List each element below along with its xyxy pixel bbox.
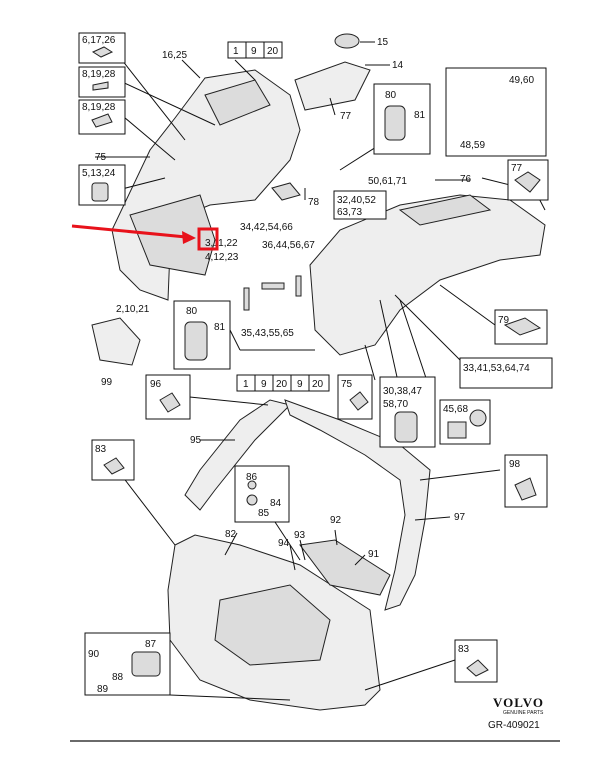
label-5-13-24: 5,13,24 <box>82 168 116 179</box>
label-14: 14 <box>392 60 404 71</box>
box-32-40 <box>333 190 387 220</box>
label-94: 94 <box>278 538 290 549</box>
label-92: 92 <box>330 515 342 526</box>
label-87: 87 <box>145 639 157 650</box>
box-ref-row-top <box>227 41 283 59</box>
label-boxes <box>78 32 553 696</box>
ref-top-3: 20 <box>267 46 279 57</box>
label-80-b: 80 <box>186 306 198 317</box>
label-32-40-52: 32,40,52 <box>337 195 376 206</box>
post-c <box>295 275 302 297</box>
ref-bottom-1: 1 <box>243 379 249 390</box>
label-93: 93 <box>294 530 306 541</box>
ref-bottom-4: 9 <box>297 379 303 390</box>
box-ref-row-bottom <box>236 374 330 392</box>
highlight-arrow <box>71 224 187 239</box>
label-15: 15 <box>377 37 389 48</box>
brand-name: VOLVO <box>493 695 544 710</box>
ref-top-1: 1 <box>233 46 239 57</box>
label-88: 88 <box>112 672 124 683</box>
label-82: 82 <box>225 529 237 540</box>
label-81-a: 81 <box>414 110 426 121</box>
label-79: 79 <box>498 315 510 326</box>
label-83-a: 83 <box>95 444 107 455</box>
label-34-42-54-66: 34,42,54,66 <box>240 222 293 233</box>
label-98: 98 <box>509 459 521 470</box>
tailgate-handle-area <box>214 584 331 666</box>
diagram-code: GR-409021 <box>488 720 540 731</box>
label-89: 89 <box>97 684 109 695</box>
label-8-19-28-b: 8,19,28 <box>82 102 116 113</box>
label-6-17-26: 6,17,26 <box>82 35 116 46</box>
handle-strip-91 <box>299 539 391 596</box>
label-91: 91 <box>368 549 380 560</box>
part-labels: 6,17,26 16,25 15 14 49,60 8,19,28 8,19,2… <box>82 35 534 695</box>
label-2-10-21: 2,10,21 <box>116 304 150 315</box>
label-81-b: 81 <box>214 322 226 333</box>
label-58-70: 58,70 <box>383 399 408 410</box>
right-panel-grille <box>398 194 492 226</box>
label-16-25: 16,25 <box>162 50 187 61</box>
label-83-b: 83 <box>458 644 470 655</box>
label-76: 76 <box>460 174 472 185</box>
label-36-44-56-67: 36,44,56,67 <box>262 240 315 251</box>
highlight-box <box>197 227 219 251</box>
box-glyphs <box>91 46 542 677</box>
label-45-68: 45,68 <box>443 404 468 415</box>
label-95: 95 <box>190 435 202 446</box>
ref-bottom-3: 20 <box>276 379 288 390</box>
label-85: 85 <box>258 508 270 519</box>
frame-97 <box>284 399 431 611</box>
label-97: 97 <box>454 512 466 523</box>
ref-top-2: 9 <box>251 46 257 57</box>
label-8-19-28-a: 8,19,28 <box>82 69 116 80</box>
brand-block: VOLVO GENUINE PARTS GR-409021 <box>488 695 544 731</box>
label-63-73: 63,73 <box>337 207 362 218</box>
label-86: 86 <box>246 472 258 483</box>
label-99: 99 <box>101 377 113 388</box>
highlight-arrow-head <box>182 231 196 244</box>
label-80-a: 80 <box>385 90 397 101</box>
label-75-b: 75 <box>341 379 353 390</box>
label-84: 84 <box>270 498 282 509</box>
label-75-a: 75 <box>95 152 107 163</box>
ref-row-top: 1 9 20 <box>233 46 279 57</box>
box-8-19-28-a <box>78 66 126 98</box>
brand-sub: GENUINE PARTS <box>503 710 544 716</box>
label-33-41-53-64-74: 33,41,53,64,74 <box>463 363 530 374</box>
highlight-annotation <box>71 224 219 251</box>
ref-bottom-2: 9 <box>261 379 267 390</box>
label-30-38-47: 30,38,47 <box>383 386 422 397</box>
left-panel-grille <box>204 79 271 126</box>
label-49-60: 49,60 <box>509 75 534 86</box>
label-96: 96 <box>150 379 162 390</box>
box-84-86 <box>234 465 290 523</box>
label-77-box: 77 <box>511 163 523 174</box>
label-35-43-55-65: 35,43,55,65 <box>241 328 294 339</box>
ref-row-bottom: 1 9 20 9 20 <box>243 379 324 390</box>
label-4-12-23: 4,12,23 <box>205 252 239 263</box>
box-49-60 <box>445 67 547 157</box>
post-b <box>261 282 285 290</box>
cover-99 <box>91 317 141 366</box>
right-rear-panel <box>309 194 546 356</box>
box-33-41 <box>459 357 553 389</box>
label-90: 90 <box>88 649 100 660</box>
cap-15 <box>334 33 360 49</box>
ref-bottom-5: 20 <box>312 379 324 390</box>
label-48-59: 48,59 <box>460 140 485 151</box>
label-77-a: 77 <box>340 111 352 122</box>
post-a <box>243 287 250 311</box>
label-50-61-71: 50,61,71 <box>368 176 407 187</box>
clip-78 <box>271 182 301 201</box>
label-78: 78 <box>308 197 320 208</box>
tray-14 <box>294 61 371 111</box>
label-3-11-22: 3,11,22 <box>205 238 238 249</box>
